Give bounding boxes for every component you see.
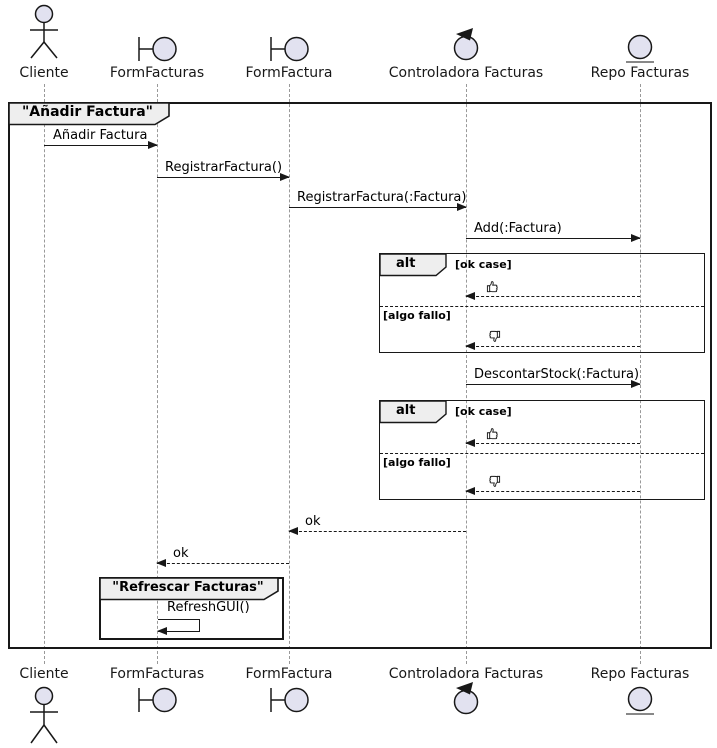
frame-title: "Añadir Factura" (22, 104, 153, 120)
message-label: RefreshGUI() (167, 600, 250, 615)
message-arrow (289, 203, 467, 211)
message-arrow (44, 141, 158, 149)
guard-label: [ok case] (455, 258, 512, 271)
return-arrow (465, 487, 640, 495)
message-label: DescontarStock(:Factura) (474, 367, 640, 382)
entity-icon (626, 34, 654, 63)
message-arrow (466, 234, 641, 242)
message-arrow (157, 173, 290, 181)
boundary-icon (270, 687, 309, 713)
thumbs-up-icon (486, 428, 498, 440)
guard-label: [algo fallo] (383, 456, 451, 469)
boundary-icon (270, 36, 309, 62)
participant-label-controladora-top: Controladora Facturas (388, 65, 544, 81)
return-arrow (156, 559, 289, 567)
actor-icon (30, 686, 58, 744)
return-arrow (288, 527, 466, 535)
return-arrow (465, 292, 640, 300)
message-label: ok (173, 546, 189, 561)
message-label: Añadir Factura (53, 128, 148, 143)
alt-divider (380, 453, 704, 454)
group-title: "Refrescar Facturas" (112, 580, 264, 595)
participant-label-formfactura-bottom: FormFactura (245, 666, 333, 682)
thumbs-down-icon (489, 330, 501, 342)
self-message-arrow (157, 627, 200, 635)
frame-title-pentagon (8, 102, 170, 126)
participant-label-cliente-top: Cliente (19, 65, 69, 81)
alt-divider (380, 306, 704, 307)
boundary-icon (138, 687, 177, 713)
lifeline-formfactura (289, 84, 290, 664)
actor-icon (30, 4, 58, 59)
participant-label-repo-bottom: Repo Facturas (590, 666, 690, 682)
participant-label-cliente-bottom: Cliente (19, 666, 69, 682)
guard-label: [algo fallo] (383, 309, 451, 322)
lifeline-cliente (44, 84, 45, 664)
lifeline-formfacturas (157, 84, 158, 664)
frame-anadir-factura (8, 102, 712, 649)
alt-pentagon (379, 253, 447, 277)
message-label: ok (305, 514, 321, 529)
message-label: RegistrarFactura() (165, 160, 283, 175)
return-arrow (465, 439, 640, 447)
message-label: RegistrarFactura(:Factura) (297, 190, 467, 205)
thumbs-down-icon (489, 475, 501, 487)
lifeline-controladora (466, 84, 467, 664)
lifeline-repo (640, 84, 641, 664)
alt-operator-label: alt (396, 256, 416, 271)
control-icon (453, 28, 479, 61)
return-arrow (465, 342, 640, 350)
participant-label-formfacturas-top: FormFacturas (109, 65, 205, 81)
message-arrow (466, 380, 641, 388)
alt-pentagon (379, 400, 447, 424)
participant-label-formfacturas-bottom: FormFacturas (109, 666, 205, 682)
entity-icon (626, 686, 654, 715)
participant-label-repo-top: Repo Facturas (590, 65, 690, 81)
self-message-arrow (158, 619, 200, 620)
self-message-arrow (199, 619, 200, 632)
group-title-pentagon (99, 577, 279, 601)
message-label: Add(:Factura) (474, 221, 562, 236)
participant-label-controladora-bottom: Controladora Facturas (388, 666, 544, 682)
guard-label: [ok case] (455, 405, 512, 418)
participant-label-formfactura-top: FormFactura (245, 65, 333, 81)
control-icon (453, 682, 479, 715)
alt-fragment (379, 400, 705, 500)
boundary-icon (138, 36, 177, 62)
alt-operator-label: alt (396, 403, 416, 418)
thumbs-up-icon (486, 281, 498, 293)
alt-fragment (379, 253, 705, 353)
